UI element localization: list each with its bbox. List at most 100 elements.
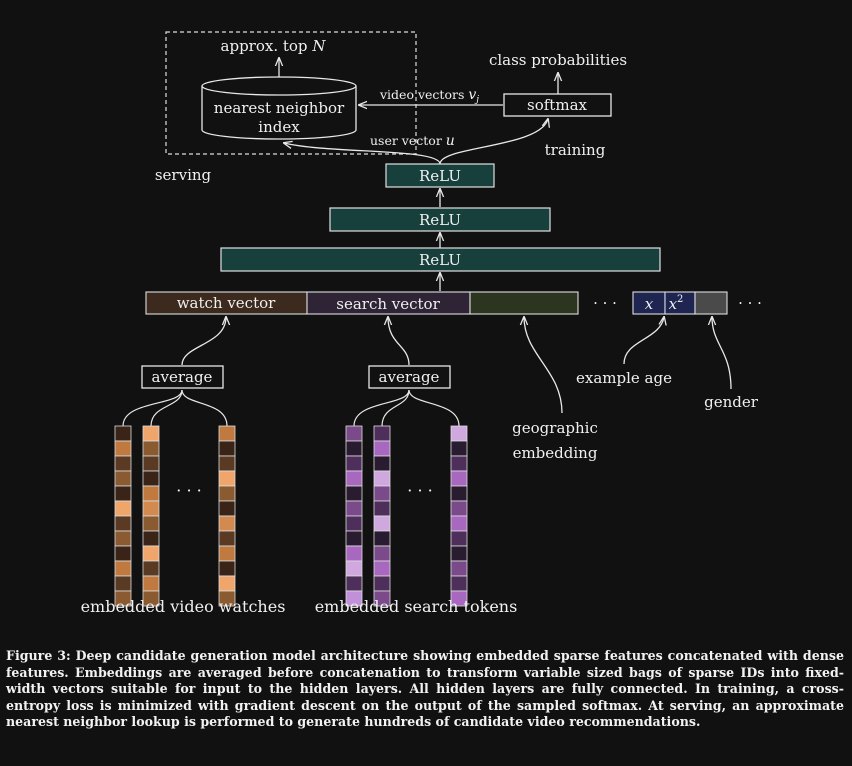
search-token-embedding-cell	[450, 590, 468, 607]
search-token-embedding-cell	[450, 560, 468, 577]
average-search-arrow	[388, 317, 410, 366]
relu-top-label: ReLU	[419, 167, 461, 185]
average-watch-label: average	[152, 368, 213, 386]
search-token-embedding-cell	[373, 485, 391, 502]
example-age-arrow	[623, 317, 664, 365]
watch-fan-in	[122, 389, 228, 427]
search-token-embedding-cell	[345, 545, 363, 562]
ellipsis-middle: · · ·	[593, 294, 617, 312]
search-token-embedding-cell	[450, 455, 468, 472]
video-watch-embedding-cell	[114, 425, 132, 442]
relu-mid-box	[329, 207, 551, 232]
search-token-embedding-cell	[373, 515, 391, 532]
ellipsis-right: · · ·	[738, 294, 762, 312]
search-token-embedding-cell	[345, 455, 363, 472]
search-fan-in	[353, 389, 460, 427]
video-watch-embedding-cell	[142, 560, 160, 577]
search-token-embedding-cell	[450, 575, 468, 592]
search-token-embedding-cell	[373, 470, 391, 487]
relu-bottom-label: ReLU	[419, 251, 461, 269]
search-token-embedding-cell	[345, 515, 363, 532]
softmax-box	[503, 93, 612, 117]
search-token-embedding-cell	[373, 455, 391, 472]
video-watch-embedding-cell	[218, 455, 236, 472]
video-watch-embedding-cell	[218, 425, 236, 442]
search-token-embedding-cell	[450, 485, 468, 502]
class-probabilities-label: class probabilities	[489, 51, 627, 69]
figure-caption: Figure 3: Deep candidate generation mode…	[6, 648, 844, 731]
caption-figure-number: Figure 3:	[6, 648, 71, 663]
training-label: training	[545, 141, 606, 159]
watch-columns-ellipsis: · · ·	[176, 481, 201, 500]
relu-top-box	[385, 163, 495, 188]
video-watch-embedding-cell	[114, 575, 132, 592]
video-watch-embedding-cell	[114, 590, 132, 607]
video-watch-embedding-cell	[142, 485, 160, 502]
search-token-embedding-cell	[450, 470, 468, 487]
video-watch-embedding-cell	[114, 500, 132, 517]
video-watch-embedding-cell	[142, 545, 160, 562]
serving-label: serving	[155, 166, 212, 184]
geographic-embedding-box	[469, 291, 579, 315]
search-token-embedding-cell	[373, 590, 391, 607]
watch-vector-label: watch vector	[177, 294, 276, 312]
search-token-embedding-cell	[450, 530, 468, 547]
search-token-embedding-cell	[345, 425, 363, 442]
search-token-embedding-cell	[373, 530, 391, 547]
video-watch-embedding-cell	[114, 440, 132, 457]
search-vector-label: search vector	[336, 295, 440, 313]
example-age-x2-label: x2	[669, 294, 684, 313]
video-watch-embedding-cell	[142, 590, 160, 607]
search-token-embedding-cell	[345, 560, 363, 577]
search-token-embedding-cell	[373, 575, 391, 592]
video-watch-embedding-cell	[218, 485, 236, 502]
video-watch-embedding-cell	[218, 500, 236, 517]
caption-text: Deep candidate generation model architec…	[6, 648, 844, 730]
gender-arrow	[712, 317, 732, 390]
video-watch-embedding-cell	[142, 425, 160, 442]
user-vector-arrow	[284, 143, 441, 165]
video-watch-embedding-cell	[142, 470, 160, 487]
video-watch-embedding-cell	[142, 530, 160, 547]
embedded-search-token-columns	[345, 425, 468, 607]
feature-vector-row: watch vector search vector · · · x x2 · …	[145, 291, 762, 315]
search-token-embedding-cell	[450, 440, 468, 457]
embedded-search-tokens-label: embedded search tokens	[315, 597, 518, 616]
geographic-label-1: geographic	[512, 419, 598, 437]
video-watch-embedding-cell	[114, 485, 132, 502]
video-watch-embedding-cell	[218, 440, 236, 457]
serving-box	[165, 31, 417, 155]
video-vectors-label: video vectors vj	[379, 87, 479, 105]
embedded-video-watches-label: embedded video watches	[81, 597, 286, 616]
video-watch-embedding-cell	[218, 560, 236, 577]
user-vector-label: user vector u	[370, 133, 455, 149]
average-watch-arrow	[181, 317, 226, 366]
search-token-embedding-cell	[450, 425, 468, 442]
search-token-embedding-cell	[345, 530, 363, 547]
video-watch-embedding-cell	[218, 470, 236, 487]
search-token-embedding-cell	[373, 440, 391, 457]
search-token-embedding-cell	[450, 515, 468, 532]
average-watch-box	[141, 365, 224, 389]
video-watch-embedding-cell	[142, 575, 160, 592]
average-search-label: average	[379, 368, 440, 386]
gender-box	[694, 291, 728, 315]
relu-mid-label: ReLU	[419, 211, 461, 229]
search-token-embedding-cell	[345, 500, 363, 517]
nn-index-label-2: index	[258, 118, 300, 136]
search-token-embedding-cell	[345, 485, 363, 502]
search-token-embedding-cell	[373, 545, 391, 562]
search-columns-ellipsis: · · ·	[407, 481, 432, 500]
training-arrow	[439, 119, 548, 165]
example-age-x-label: x	[645, 295, 654, 313]
average-search-box	[368, 365, 451, 389]
video-watch-embedding-cell	[114, 560, 132, 577]
softmax-label: softmax	[527, 96, 587, 114]
search-token-embedding-cell	[450, 545, 468, 562]
video-watch-embedding-cell	[218, 590, 236, 607]
video-watch-embedding-cell	[114, 545, 132, 562]
video-watch-embedding-cell	[218, 530, 236, 547]
geographic-label-2: embedding	[513, 444, 598, 462]
video-watch-embedding-cell	[114, 455, 132, 472]
search-token-embedding-cell	[373, 425, 391, 442]
